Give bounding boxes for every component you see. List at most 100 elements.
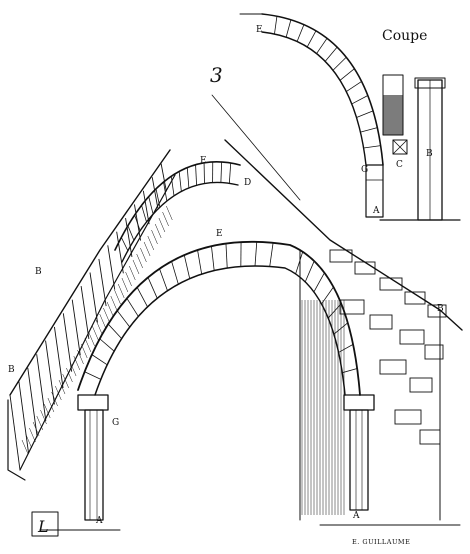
left-wall-block-joint bbox=[117, 232, 124, 274]
left-wall-hatch-stroke bbox=[166, 206, 172, 220]
left-wall-block-joint bbox=[99, 259, 106, 306]
section-voussoir-joints bbox=[274, 16, 380, 148]
voussoir-joint bbox=[342, 368, 357, 372]
left-wall-block-joint bbox=[81, 286, 89, 339]
voussoir-joint bbox=[85, 372, 101, 380]
voussoir-joint bbox=[187, 168, 189, 188]
voussoir-joint bbox=[172, 261, 179, 284]
engraver-signature: E. GUILLAUME bbox=[352, 538, 410, 546]
left-wall-hatch-stroke bbox=[107, 302, 113, 316]
left-wall-block-joint bbox=[108, 245, 115, 289]
voussoir-joint bbox=[297, 25, 304, 42]
voussoir-joint bbox=[333, 57, 346, 70]
voussoir-joint bbox=[328, 304, 341, 318]
left-column-capital bbox=[78, 395, 108, 410]
label-b-left-upper: B bbox=[35, 267, 42, 277]
left-wall-hatch-stroke bbox=[85, 338, 91, 352]
voussoir-joint bbox=[117, 311, 129, 327]
voussoir-joint bbox=[364, 146, 381, 148]
front-arch-extrados bbox=[78, 242, 360, 395]
voussoir-joint bbox=[221, 162, 222, 183]
label-e-lower: E bbox=[216, 229, 223, 239]
left-wall-block-joint bbox=[37, 354, 46, 421]
section-label-g: G bbox=[361, 165, 368, 175]
left-wall-block-joint bbox=[72, 300, 80, 356]
left-wall-block-joint bbox=[90, 273, 98, 323]
label-a-left: A bbox=[95, 516, 103, 526]
left-wall-hatch-stroke bbox=[29, 428, 35, 442]
right-column-shaft bbox=[350, 410, 368, 510]
voussoir-joint bbox=[346, 81, 361, 91]
left-wall-hatch-stroke bbox=[96, 320, 102, 334]
left-wall-block-joint bbox=[161, 164, 166, 192]
left-wall-hatch-stroke bbox=[118, 284, 124, 298]
left-wall-hatch-stroke bbox=[144, 242, 150, 256]
voussoir-joint bbox=[229, 163, 230, 183]
perspective-guide-line bbox=[212, 95, 300, 200]
voussoir-joint bbox=[314, 273, 325, 292]
voussoir-joint bbox=[137, 287, 147, 307]
left-wall-hatch-stroke bbox=[81, 344, 87, 358]
voussoir-joint bbox=[317, 38, 327, 53]
section-title: Coupe bbox=[382, 28, 427, 44]
section-label-a: A bbox=[372, 206, 380, 216]
voussoir-joint bbox=[286, 20, 291, 37]
left-wall-block-joint bbox=[54, 327, 63, 388]
voussoir-joint bbox=[135, 215, 140, 231]
left-wall-hatch-stroke bbox=[122, 278, 128, 292]
right-wall-hatching bbox=[302, 300, 344, 515]
label-a-right: A bbox=[352, 511, 360, 521]
voussoir-joint bbox=[226, 244, 227, 269]
voussoir-joint bbox=[352, 96, 368, 104]
right-wall-stone bbox=[370, 315, 392, 329]
left-wall-block-joint bbox=[46, 341, 55, 405]
label-d: D bbox=[244, 178, 251, 188]
left-wall-hatch-stroke bbox=[37, 416, 43, 430]
voussoir-joint bbox=[179, 171, 181, 191]
voussoir-joint bbox=[307, 31, 316, 47]
voussoir-joint bbox=[340, 69, 354, 81]
left-wall-hatch-stroke bbox=[100, 314, 106, 328]
label-g: G bbox=[112, 418, 119, 428]
right-column-capital bbox=[344, 395, 374, 410]
left-wall-hatch-stroke bbox=[163, 212, 169, 226]
left-wall-hatch-stroke bbox=[152, 230, 158, 244]
left-wall-hatch-stroke bbox=[63, 374, 69, 388]
left-wall-hatch-stroke bbox=[74, 356, 80, 370]
figure-number: 3 bbox=[210, 63, 223, 87]
right-wall-stone bbox=[380, 360, 406, 374]
left-wall-hatch-stroke bbox=[137, 254, 143, 268]
voussoir-joint bbox=[270, 243, 273, 267]
voussoir-joint bbox=[305, 261, 314, 282]
voussoir-joint bbox=[108, 324, 121, 339]
left-wall-hatch-stroke bbox=[103, 308, 109, 322]
label-b-left-lower: B bbox=[8, 365, 15, 375]
left-wall-hatch-stroke bbox=[115, 290, 121, 304]
voussoir-joint bbox=[357, 111, 374, 118]
left-wall-hatch-stroke bbox=[126, 272, 132, 286]
voussoir-joint bbox=[184, 255, 189, 279]
left-wall-hatch-stroke bbox=[111, 296, 117, 310]
right-wall-stones bbox=[330, 250, 446, 444]
voussoir-joint bbox=[274, 16, 276, 34]
voussoir-joint bbox=[198, 250, 202, 274]
left-wall-hatch-stroke bbox=[78, 350, 84, 364]
right-wall-stone bbox=[395, 410, 421, 424]
label-b-right: B bbox=[437, 304, 444, 314]
voussoir-joint bbox=[211, 246, 214, 270]
left-wall-hatch-stroke bbox=[89, 332, 95, 346]
right-wall-top-edge bbox=[225, 140, 462, 330]
left-wall-hatch-stroke bbox=[33, 422, 39, 436]
left-wall-block-joint bbox=[19, 381, 29, 453]
left-wall-end bbox=[8, 400, 25, 480]
front-arch-intrados bbox=[95, 266, 345, 395]
section-label-b: B bbox=[426, 149, 433, 159]
left-wall-hatch-stroke bbox=[133, 260, 139, 274]
voussoir-joint bbox=[100, 339, 114, 351]
left-wall-hatch-stroke bbox=[140, 248, 146, 262]
voussoir-joint bbox=[148, 277, 157, 298]
left-wall-hatch-stroke bbox=[148, 236, 154, 250]
voussoir-joint bbox=[149, 197, 153, 215]
left-wall-hatch-stroke bbox=[155, 224, 161, 238]
